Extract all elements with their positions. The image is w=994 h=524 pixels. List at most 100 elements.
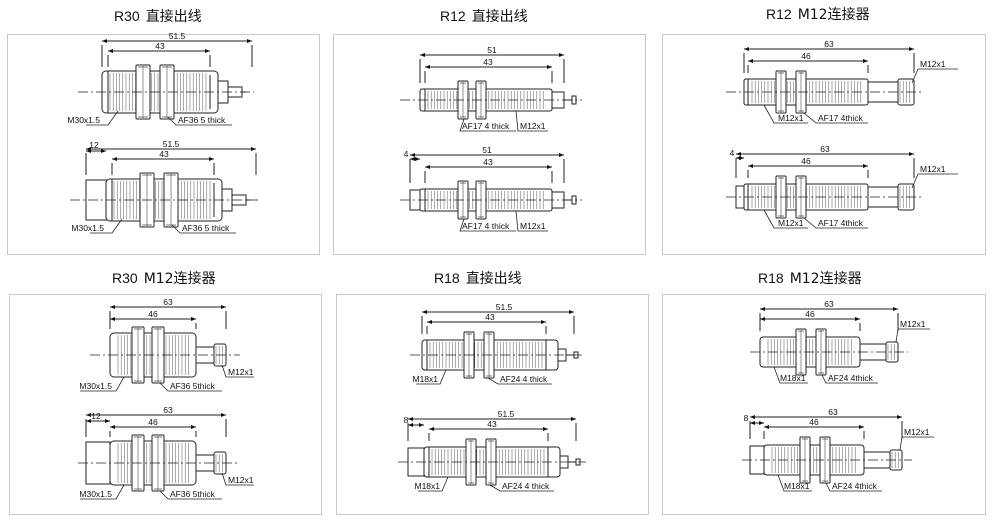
dim-body-label: 43 (159, 149, 169, 159)
dim-body-label: 46 (801, 156, 811, 166)
connector-label: M12x1 (228, 367, 254, 377)
dim-overall-label: 63 (163, 405, 173, 415)
panel-title-code: R18 (758, 270, 784, 286)
dim-overall-label: 51.5 (169, 31, 186, 41)
thread-label: M30x1.5 (79, 381, 112, 391)
dim-prefix-label: 4 (404, 149, 409, 159)
dim-body-label: 46 (148, 309, 158, 319)
thread-label: M12x1 (520, 221, 546, 231)
nut-label: AF24 4 thick (500, 374, 548, 384)
thread-leader (80, 484, 125, 500)
panel-title-r12-m12: R12 M12连接器 (766, 4, 870, 24)
dim-prefix-label: 12 (91, 411, 101, 421)
thread-label: M18x1 (412, 374, 438, 384)
dim-body-label: 43 (155, 41, 165, 51)
connector-leader (221, 472, 254, 486)
thread-label: M12x1 (520, 121, 546, 131)
nut-leader (821, 374, 878, 384)
dim-body-label: 46 (805, 309, 815, 319)
connector-label: M12x1 (228, 475, 254, 485)
dim-overall-label: 51 (487, 45, 497, 55)
panel-title-code: R12 (440, 8, 466, 24)
dim-body-label: 43 (487, 419, 497, 429)
nut-leader (487, 377, 552, 385)
dim-overall-label: 51.5 (163, 139, 180, 149)
nut-label: AF24 4thick (828, 373, 874, 383)
nut-label: AF36 5thick (170, 381, 216, 391)
connector-label: M12x1 (904, 427, 930, 437)
thread-label: M18x1 (780, 373, 806, 383)
panel-title-type: M12连接器 (789, 271, 862, 287)
nut-leader (459, 218, 516, 232)
dim-body-label: 43 (483, 57, 493, 67)
panel-title-r18-m12: R18 M12连接器 (758, 268, 862, 288)
panel-title-r30-m12: R30 M12连接器 (112, 268, 216, 288)
panel-title-code: R18 (434, 270, 460, 286)
connector-leader (911, 173, 958, 189)
connector-label: M12x1 (920, 59, 946, 69)
panel-title-code: R12 (766, 6, 792, 22)
thread-label: M30x1.5 (71, 223, 104, 233)
dim-body-label: 46 (801, 51, 811, 61)
panel-title-type: M12连接器 (797, 7, 870, 23)
dim-body-label: 46 (148, 417, 158, 427)
thread-leader (418, 476, 449, 492)
nut-leader (825, 482, 882, 492)
nut-leader (167, 116, 232, 126)
thread-label: M18x1 (414, 481, 440, 491)
connector-leader (221, 364, 254, 378)
thread-leader (80, 376, 125, 392)
nut-leader (803, 112, 868, 124)
panel-title-code: R30 (114, 8, 140, 24)
nut-label: AF17 4thick (818, 218, 864, 228)
dim-overall-label: 63 (824, 299, 834, 309)
dim-overall-label: 51 (482, 145, 492, 155)
nut-label: AF36 5 thick (182, 223, 230, 233)
nut-label: AF24 4 thick (502, 481, 550, 491)
panel-frame-r12-m12 (662, 34, 986, 255)
dim-prefix-label: 12 (89, 140, 99, 150)
dim-overall-label: 63 (163, 297, 173, 307)
dim-overall-label: 51.5 (498, 409, 515, 419)
nut-label: AF17 4thick (818, 113, 864, 123)
nut-label: AF17 4 thick (462, 221, 510, 231)
connector-leader (895, 328, 930, 343)
thread-leader (773, 366, 808, 384)
dim-prefix-label: 8 (404, 415, 409, 425)
panel-title-r30-cable: R30 直接出线 (114, 6, 202, 26)
panel-title-r12-cable: R12 直接出线 (440, 6, 528, 26)
nut-leader (159, 382, 222, 392)
thread-label: M30x1.5 (67, 115, 100, 125)
nut-leader (459, 118, 516, 132)
dim-overall-label: 63 (828, 407, 838, 417)
dim-overall-label: 63 (820, 144, 830, 154)
panel-title-code: R30 (112, 270, 138, 286)
nut-leader (171, 224, 236, 234)
nut-label: AF36 5thick (170, 489, 216, 499)
dim-body-label: 43 (483, 157, 493, 167)
dim-overall-label: 63 (824, 39, 834, 49)
thread-leader (515, 210, 548, 232)
connector-leader (899, 436, 934, 451)
thread-label: M30x1.5 (79, 489, 112, 499)
connector-label: M12x1 (900, 319, 926, 329)
panel-title-type: 直接出线 (465, 271, 522, 287)
panel-title-type: M12连接器 (143, 271, 216, 287)
dim-overall-label: 51.5 (496, 302, 513, 312)
dim-body-label: 43 (485, 312, 495, 322)
panel-title-type: 直接出线 (145, 9, 202, 25)
thread-leader (763, 104, 808, 124)
nut-label: AF24 4thick (832, 481, 878, 491)
nut-leader (803, 217, 868, 229)
thread-leader (86, 110, 119, 126)
thread-label: M12x1 (778, 218, 804, 228)
thread-label: M12x1 (778, 113, 804, 123)
dim-body-label: 46 (809, 417, 819, 427)
nut-label: AF36 5 thick (178, 115, 226, 125)
thread-label: M18x1 (784, 481, 810, 491)
panel-frame-r12-cable (333, 34, 646, 255)
connector-label: M12x1 (920, 164, 946, 174)
panel-title-type: 直接出线 (471, 9, 528, 25)
thread-leader (90, 218, 123, 234)
